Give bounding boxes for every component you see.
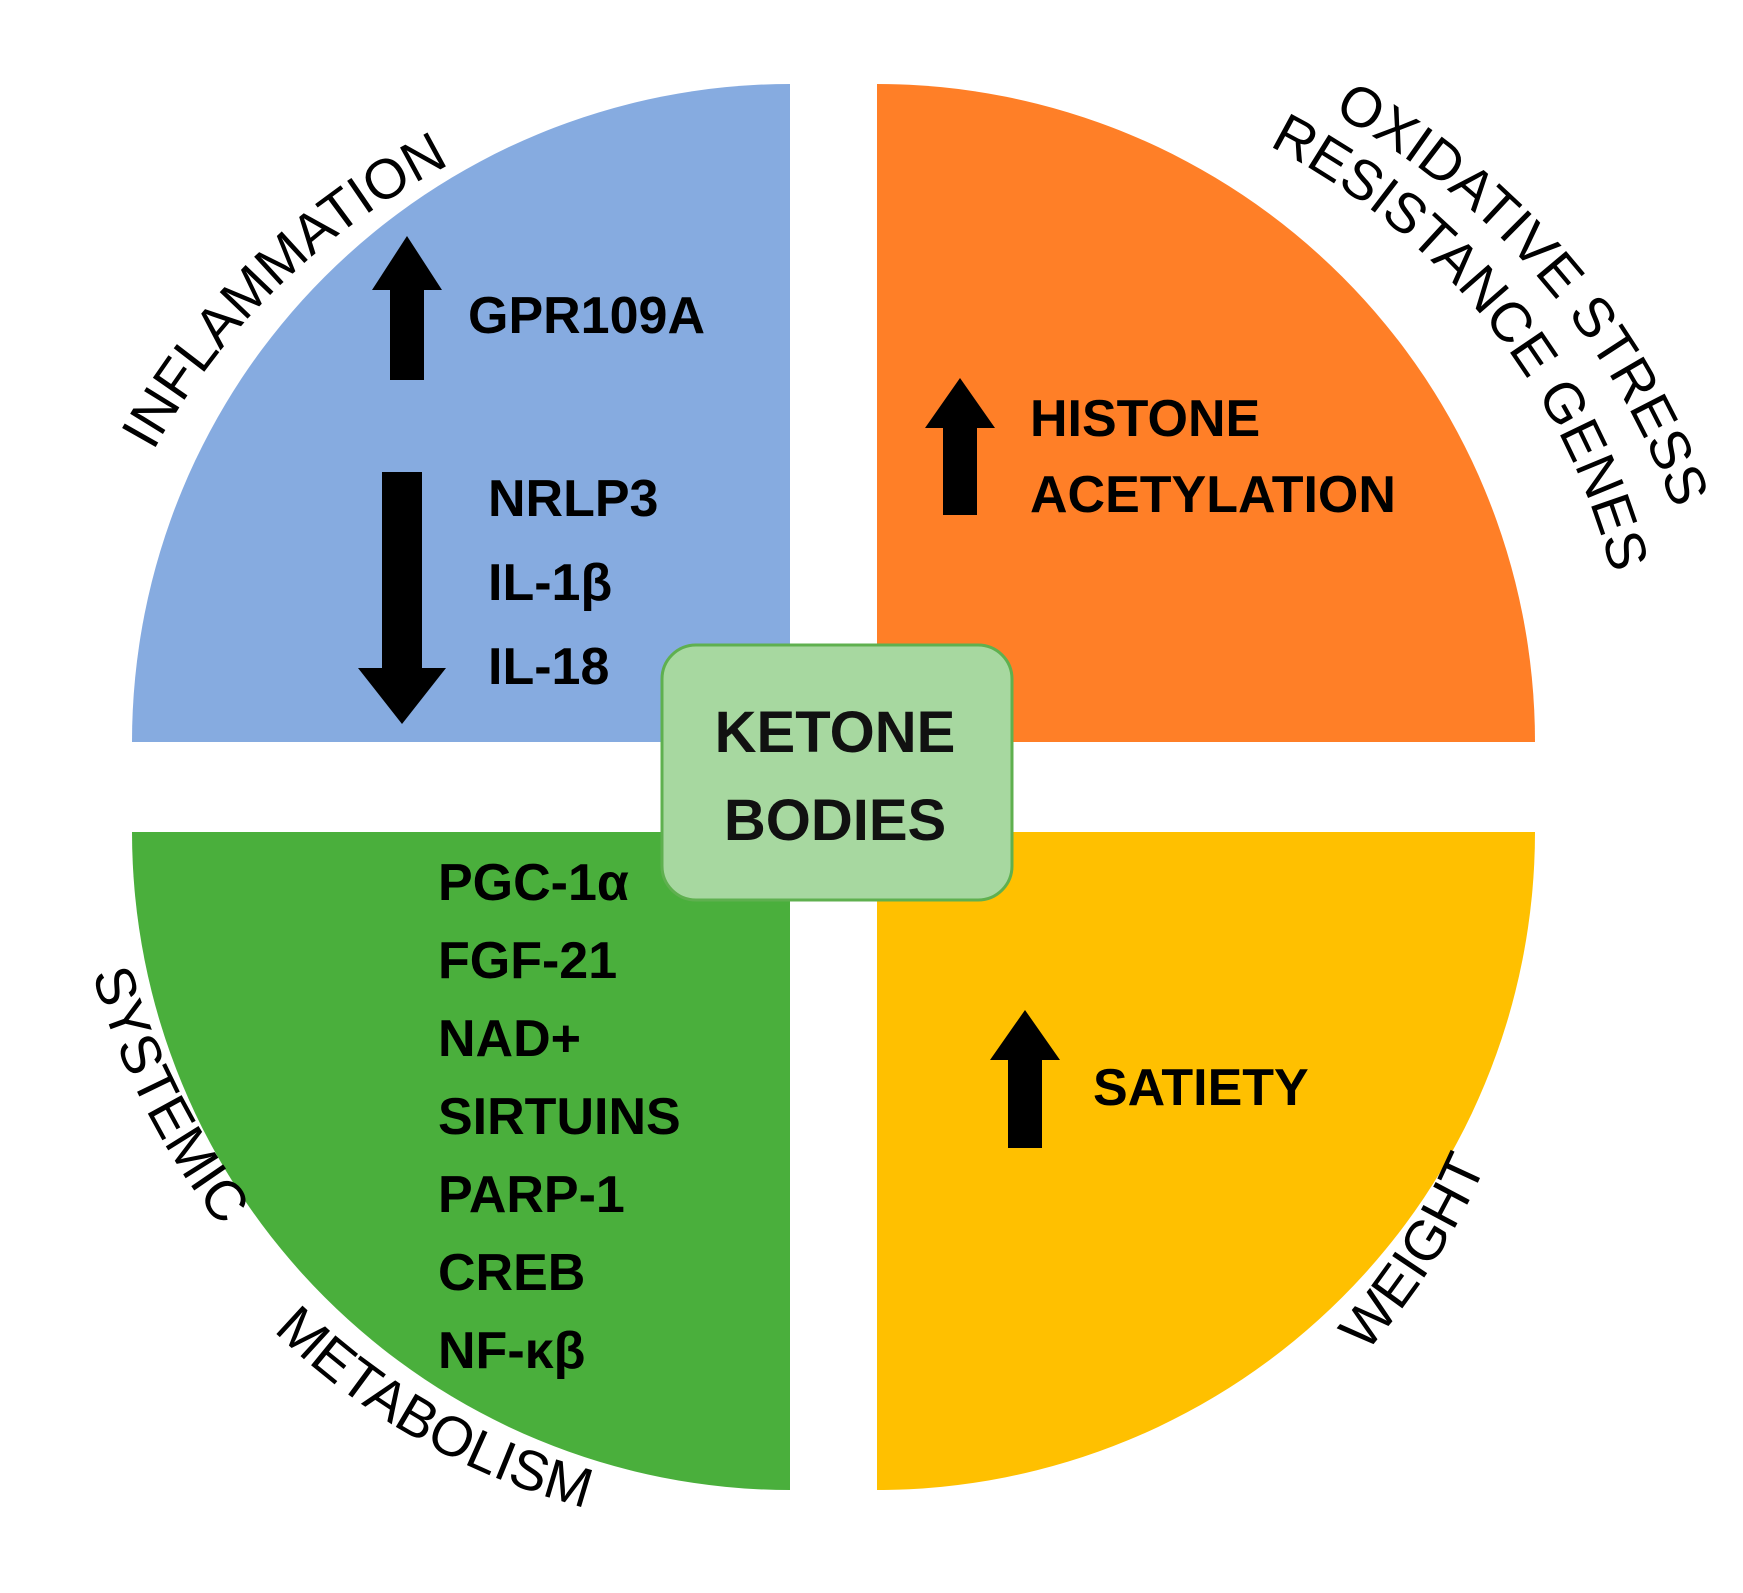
gpr109a-label: GPR109A (468, 287, 705, 345)
arrow-up-icon (925, 378, 995, 515)
quadrant-weight (877, 832, 1535, 1490)
quadrant-inflammation-shape (132, 84, 790, 742)
arrow-up-icon (990, 1010, 1060, 1148)
quadrant-oxidative-stress (877, 84, 1535, 742)
quadrant-oxidative-shape (877, 84, 1535, 742)
nf-kb-label: NF-κβ (438, 1322, 585, 1380)
quadrant-systemic-metabolism (132, 832, 790, 1490)
center-box: KETONE BODIES (660, 643, 1014, 902)
quadrant-inflammation (132, 84, 790, 742)
nad-plus-label: NAD+ (438, 1010, 581, 1068)
center-line1: KETONE (715, 700, 956, 765)
nrlp3-label: NRLP3 (488, 470, 658, 528)
oxidative-up-arrow (925, 378, 995, 515)
arrow-up-icon (372, 236, 442, 380)
quadrant-weight-shape (877, 832, 1535, 1490)
quadrant-systemic-shape (132, 832, 790, 1490)
weight-up-arrow (990, 1010, 1060, 1148)
pgc-1a-label: PGC-1α (438, 854, 629, 912)
il-18-label: IL-18 (488, 638, 609, 696)
sirtuins-label: SIRTUINS (438, 1088, 681, 1146)
arrow-down-icon (358, 472, 446, 724)
il-1b-label: IL-1β (488, 554, 612, 612)
fgf-21-label: FGF-21 (438, 932, 617, 990)
inflammation-down-arrow (358, 472, 446, 724)
creb-label: CREB (438, 1244, 585, 1302)
inflammation-up-arrow (372, 236, 442, 380)
acetylation-label: ACETYLATION (1030, 466, 1396, 524)
histone-label: HISTONE (1030, 390, 1260, 448)
satiety-label: SATIETY (1093, 1059, 1309, 1117)
center-box-shape (660, 643, 1014, 902)
center-line2: BODIES (724, 788, 946, 853)
parp-1-label: PARP-1 (438, 1166, 625, 1224)
